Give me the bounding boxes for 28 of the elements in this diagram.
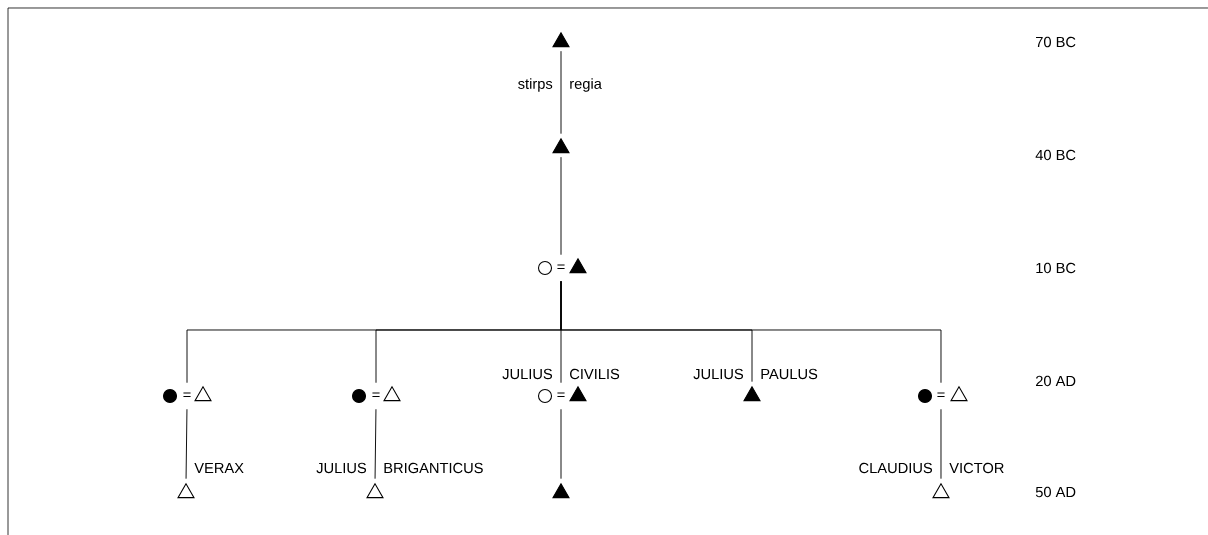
marriage-sign: = <box>557 264 565 270</box>
name-label: JULIUS <box>693 368 744 380</box>
descent-line <box>185 408 188 480</box>
descent-line <box>940 408 942 480</box>
name-label: CIVILIS <box>570 368 620 380</box>
date-label: 20 AD <box>1036 375 1076 387</box>
date-label: 70 BC <box>1036 36 1076 48</box>
name-label: VICTOR <box>949 462 1004 474</box>
descent-line <box>560 50 562 135</box>
date-label: 40 BC <box>1035 149 1076 161</box>
name-label: CLAUDIUS <box>859 462 933 474</box>
descent-line <box>374 408 377 480</box>
name-label: BRIGANTICUS <box>384 462 483 474</box>
name-label: JULIUS <box>502 368 553 380</box>
name-label: regia <box>570 78 602 92</box>
marriage-sign: = <box>183 392 191 398</box>
marriage-sign: = <box>937 392 945 398</box>
descent-line <box>560 156 562 256</box>
name-label: VERAX <box>194 462 244 474</box>
date-label: 50 AD <box>1035 486 1076 498</box>
descent-line <box>560 408 562 480</box>
descent-line <box>560 280 942 384</box>
marriage-sign: = <box>372 392 380 398</box>
name-label: stirps <box>518 78 553 92</box>
marriage-sign: = <box>557 392 565 398</box>
name-label: PAULUS <box>761 368 818 380</box>
name-label: JULIUS <box>316 462 367 474</box>
date-label: 10 BC <box>1036 262 1076 274</box>
